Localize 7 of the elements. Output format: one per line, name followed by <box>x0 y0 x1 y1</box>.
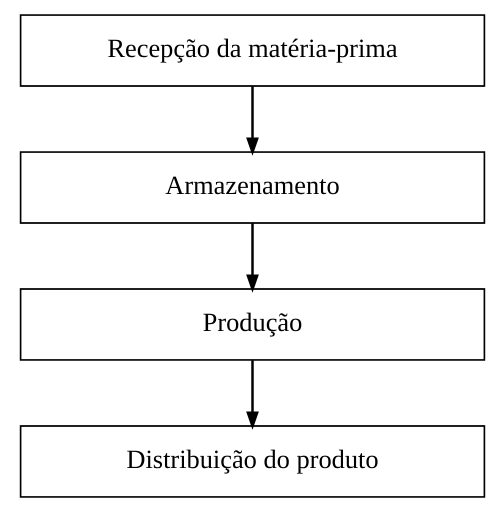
arrow <box>246 86 258 156</box>
node-box: Distribuição do produto <box>19 425 485 498</box>
arrow <box>246 224 258 293</box>
node-box: Recepção da matéria-prima <box>19 14 485 87</box>
node-box: Produção <box>19 288 485 361</box>
arrow <box>246 360 258 430</box>
node-box: Armazenamento <box>19 151 485 224</box>
